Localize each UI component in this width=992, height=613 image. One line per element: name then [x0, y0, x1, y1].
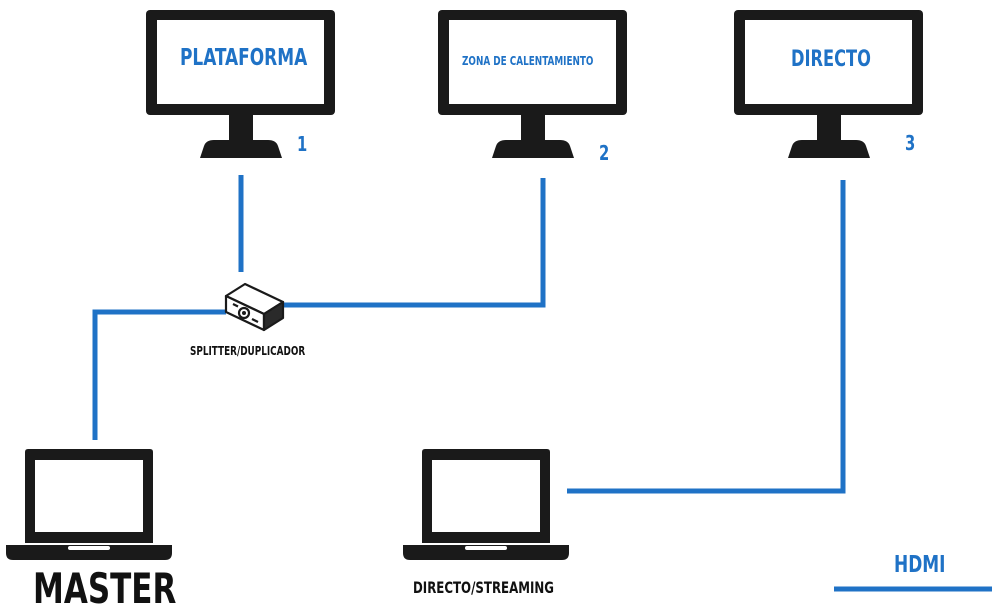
legend-hdmi-label: HDMI: [894, 552, 946, 578]
laptop-streaming-icon: [403, 449, 569, 560]
monitor-1-number: 1: [297, 132, 308, 156]
monitor-2-title: ZONA DE CALENTAMIENTO: [462, 54, 594, 68]
monitor-1-title: PLATAFORMA: [180, 45, 308, 71]
laptop-streaming-label: DIRECTO/STREAMING: [413, 578, 554, 597]
cable-streaming-to-monitor-3: [567, 180, 846, 494]
laptop-master-label: MASTER: [33, 564, 177, 613]
monitor-1-icon: [146, 10, 335, 158]
cable-splitter-to-monitor-2: [282, 178, 546, 308]
laptop-master-icon: [6, 449, 172, 560]
monitor-2-icon: [438, 10, 627, 158]
splitter-label: SPLITTER/DUPLICADOR: [190, 344, 306, 358]
cable-master-to-splitter: [92, 309, 226, 440]
monitor-2-number: 2: [599, 141, 610, 165]
monitor-3-number: 3: [905, 131, 916, 155]
monitor-3-icon: [734, 10, 923, 158]
monitor-3-title: DIRECTO: [791, 47, 871, 72]
splitter-device-icon: [224, 282, 285, 332]
